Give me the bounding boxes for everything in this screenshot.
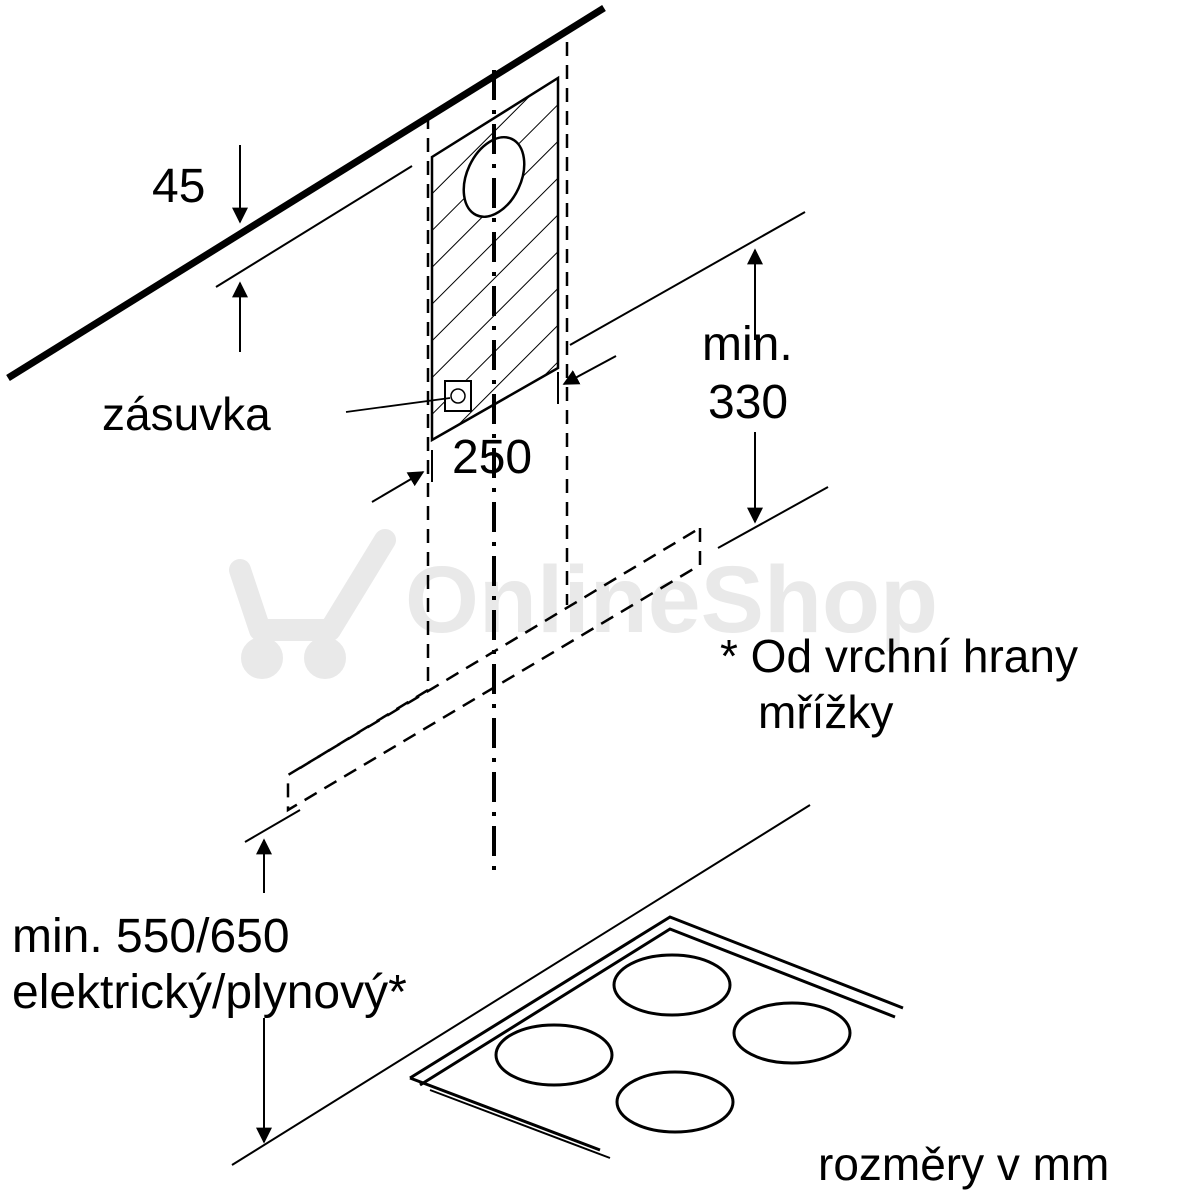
- burner-icon: [612, 953, 732, 1017]
- dashed-guides: [286, 42, 702, 813]
- label-min-height-line2: elektrický/plynový*: [12, 966, 407, 1019]
- label-45: 45: [152, 160, 205, 213]
- burner-icon: [615, 1070, 735, 1134]
- label-socket: zásuvka: [102, 388, 271, 440]
- label-units: rozměry v mm: [818, 1138, 1109, 1190]
- dim-min-height: [231, 804, 811, 1166]
- shopping-cart-icon: [229, 529, 396, 679]
- label-min-330-line2: 330: [708, 376, 788, 429]
- wall-line: [6, 5, 606, 381]
- label-min-height-line1: min. 550/650: [12, 910, 290, 963]
- duct-opening: [462, 136, 526, 218]
- socket-leader: [345, 397, 451, 413]
- socket-icon: [444, 380, 472, 412]
- note-line2: mřížky: [758, 686, 893, 738]
- cooktop: [409, 915, 904, 1159]
- burner-icon: [732, 1001, 852, 1065]
- dim-250: [371, 355, 617, 503]
- burner-icon: [494, 1023, 614, 1087]
- label-min-330-line1: min.: [702, 318, 793, 371]
- label-250: 250: [452, 431, 532, 484]
- dim-330: [569, 211, 829, 549]
- dim-45: [215, 145, 413, 352]
- note-line1: * Od vrchní hrany: [720, 630, 1078, 682]
